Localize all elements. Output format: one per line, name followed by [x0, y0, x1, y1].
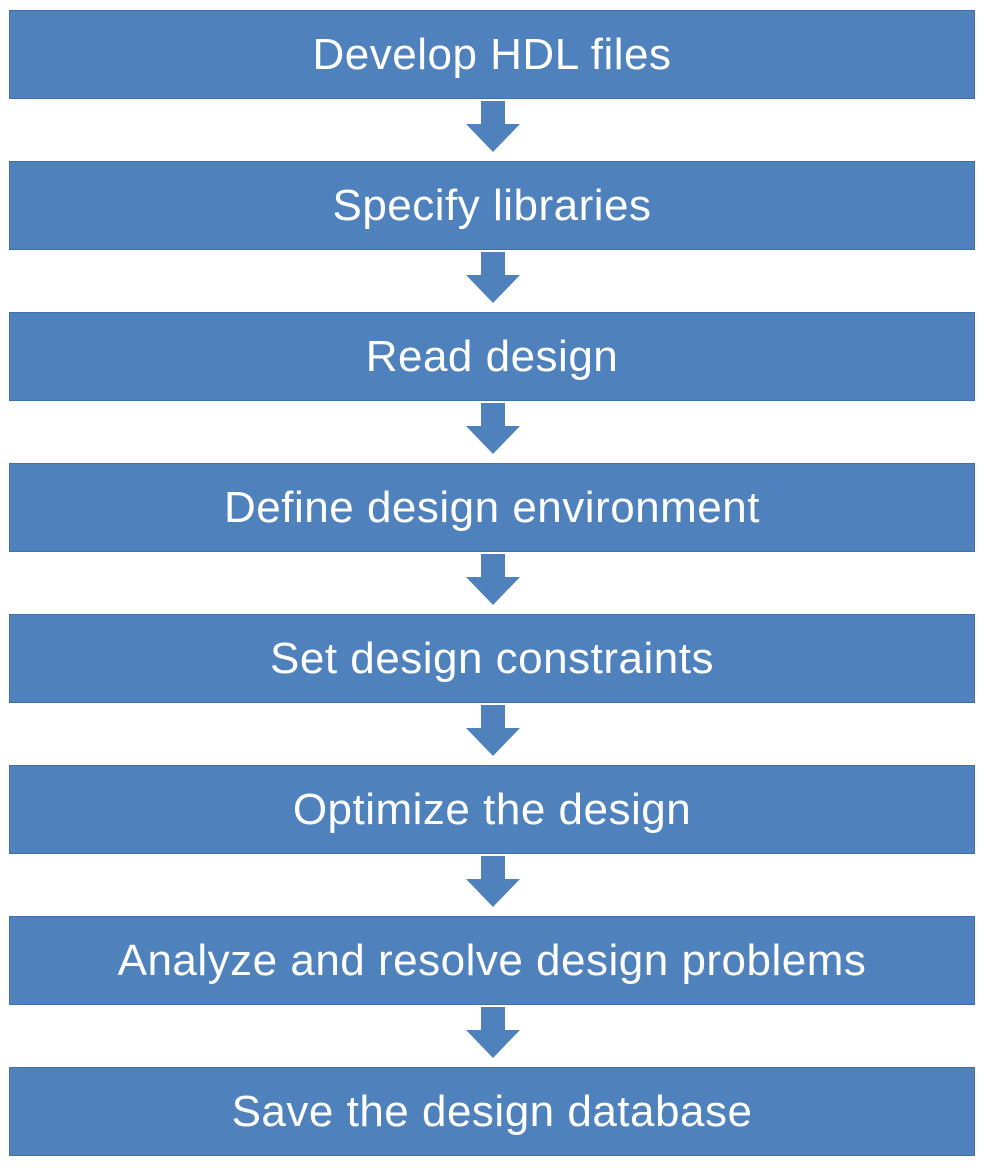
step-label: Develop HDL files: [312, 29, 672, 79]
step-specify-libraries: Specify libraries: [9, 161, 975, 250]
down-arrow-icon: [466, 101, 520, 152]
step-develop-hdl-files: Develop HDL files: [9, 10, 975, 99]
step-label: Analyze and resolve design problems: [117, 935, 867, 985]
step-optimize-the-design: Optimize the design: [9, 765, 975, 854]
step-label: Save the design database: [231, 1086, 753, 1136]
down-arrow-icon: [466, 252, 520, 303]
down-arrow-icon: [466, 403, 520, 454]
step-label: Optimize the design: [292, 784, 692, 834]
step-read-design: Read design: [9, 312, 975, 401]
down-arrow-icon: [466, 705, 520, 756]
step-define-design-environment: Define design environment: [9, 463, 975, 552]
step-label: Set design constraints: [270, 633, 714, 683]
down-arrow-icon: [466, 1007, 520, 1058]
down-arrow-icon: [466, 856, 520, 907]
step-label: Define design environment: [224, 482, 760, 532]
step-analyze-and-resolve-design-problems: Analyze and resolve design problems: [9, 916, 975, 1005]
step-label: Specify libraries: [332, 180, 652, 230]
step-label: Read design: [365, 331, 619, 381]
step-save-the-design-database: Save the design database: [9, 1067, 975, 1156]
step-set-design-constraints: Set design constraints: [9, 614, 975, 703]
down-arrow-icon: [466, 554, 520, 605]
